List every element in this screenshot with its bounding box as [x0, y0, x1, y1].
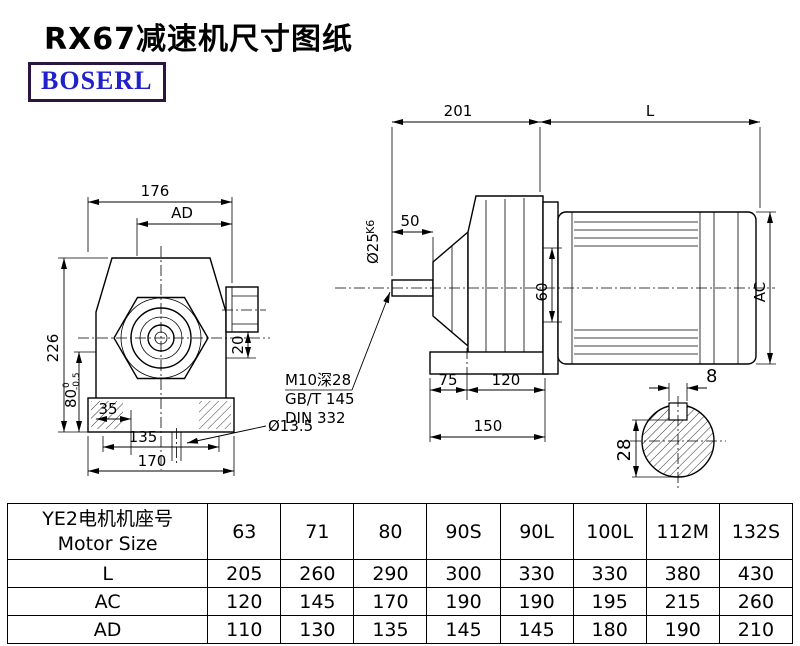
dim-label-50: 50	[400, 212, 419, 230]
motor-size-col: 100L	[572, 503, 647, 560]
dim-cell: 110	[207, 615, 282, 644]
dim-label-35: 35	[98, 400, 117, 418]
dim-cell: 130	[280, 615, 355, 644]
dim-cell: 210	[718, 615, 794, 644]
dim-cell: 290	[353, 559, 428, 588]
motor-size-header-en: Motor Size	[57, 532, 158, 555]
dim-cell: 195	[572, 587, 647, 616]
dim-cell: 145	[280, 587, 355, 616]
dim-label-176: 176	[141, 182, 170, 200]
gearbox-housing-side	[429, 195, 549, 378]
foot-hatch-right	[199, 401, 231, 429]
dim-label-135: 135	[129, 428, 158, 446]
dim-80-tol-lower: -0.5	[72, 372, 82, 390]
dim-cell: 300	[426, 559, 501, 588]
dim-cell: 430	[718, 559, 794, 588]
side-view-dimensions: 201 L 50 Ø25 K6 60 AC M10深28	[285, 102, 776, 442]
motor-size-col: 112M	[645, 503, 720, 560]
dim-cell: 190	[426, 587, 501, 616]
foot-hatch-left	[91, 401, 123, 429]
dim-label-ad: AD	[171, 204, 193, 222]
motor-size-header-cell: YE2电机机座号 Motor Size	[6, 503, 209, 560]
table-row-L: L 205 260 290 300 330 330 380 430	[6, 559, 794, 588]
dim-cell: 145	[499, 615, 574, 644]
dim-cell: 190	[645, 615, 720, 644]
dim-cell: 260	[718, 587, 794, 616]
dim-cell: 120	[207, 587, 282, 616]
note-tap-hole: M10深28	[285, 371, 351, 389]
dim-cell: 330	[499, 559, 574, 588]
motor-size-col: 80	[353, 503, 428, 560]
dim-cell: 190	[499, 587, 574, 616]
dim-cell: 330	[572, 559, 647, 588]
dim-cell: 260	[280, 559, 355, 588]
motor-size-col: 132S	[718, 503, 794, 560]
dim-label-80: 80	[62, 389, 80, 408]
dim-80-tol-upper: 0	[62, 382, 72, 388]
dim-label-28: 28	[614, 439, 635, 462]
motor-size-col: 63	[207, 503, 282, 560]
motor-size-header-cn: YE2电机机座号	[42, 507, 173, 530]
dim-label-60: 60	[533, 282, 551, 301]
page-title: RX67减速机尺寸图纸	[44, 22, 353, 57]
dimension-table: YE2电机机座号 Motor Size 63 71 80 90S 90L 100…	[6, 503, 794, 644]
table-row-AD: AD 110 130 135 145 145 180 190 210	[6, 615, 794, 644]
note-gb-standard: GB/T 145	[285, 390, 355, 408]
dim-cell: 170	[353, 587, 428, 616]
dim-label-150: 150	[474, 417, 503, 435]
row-label: L	[6, 559, 209, 588]
dim-label-80-tol: 80 0 -0.5	[62, 372, 82, 408]
boserl-logo: BOSERL	[28, 62, 166, 102]
output-box	[225, 286, 259, 333]
hexagon-boss	[113, 296, 209, 380]
dim-label-226: 226	[44, 334, 62, 363]
dim-label-120: 120	[492, 371, 521, 389]
dim-label-L: L	[646, 102, 655, 120]
dim-cell: 135	[353, 615, 428, 644]
dim-cell: 180	[572, 615, 647, 644]
row-label: AC	[6, 587, 209, 616]
dim-label-170: 170	[138, 452, 167, 470]
dim-cell: 215	[645, 587, 720, 616]
dim-label-201: 201	[444, 102, 473, 120]
dim-cell: 380	[645, 559, 720, 588]
dim-label-shaft-dia: Ø25	[364, 233, 382, 264]
dim-label-key-width: 8	[706, 366, 717, 387]
motor-size-col: 71	[280, 503, 355, 560]
dim-label-hole-dia: Ø13.5	[268, 417, 313, 435]
dim-label-shaft-dia-group: Ø25 K6	[364, 220, 382, 264]
technical-drawing: 176 AD 226 80 0 -0.5 35	[44, 102, 776, 488]
dim-cell: 205	[207, 559, 282, 588]
boserl-logo-text: BOSERL	[41, 66, 153, 95]
shaft-section-view: 8 28	[614, 366, 726, 488]
table-row-AC: AC 120 145 170 190 190 195 215 260	[6, 587, 794, 616]
row-label: AD	[6, 615, 209, 644]
gearbox-housing-front	[87, 257, 259, 461]
front-view-dimensions: 176 AD 226 80 0 -0.5 35	[44, 182, 313, 476]
dim-label-shaft-fit: K6	[364, 220, 377, 234]
motor-size-col: 90S	[426, 503, 501, 560]
dim-label-20: 20	[229, 335, 247, 354]
dim-cell: 145	[426, 615, 501, 644]
table-header-row: YE2电机机座号 Motor Size 63 71 80 90S 90L 100…	[6, 503, 794, 560]
dim-label-AC: AC	[751, 282, 769, 302]
note-din-standard: DIN 332	[285, 409, 346, 427]
dim-label-75: 75	[438, 371, 457, 389]
front-view: 176 AD 226 80 0 -0.5 35	[44, 182, 313, 476]
motor-size-col: 90L	[499, 503, 574, 560]
side-view: 201 L 50 Ø25 K6 60 AC M10深28	[285, 102, 776, 442]
